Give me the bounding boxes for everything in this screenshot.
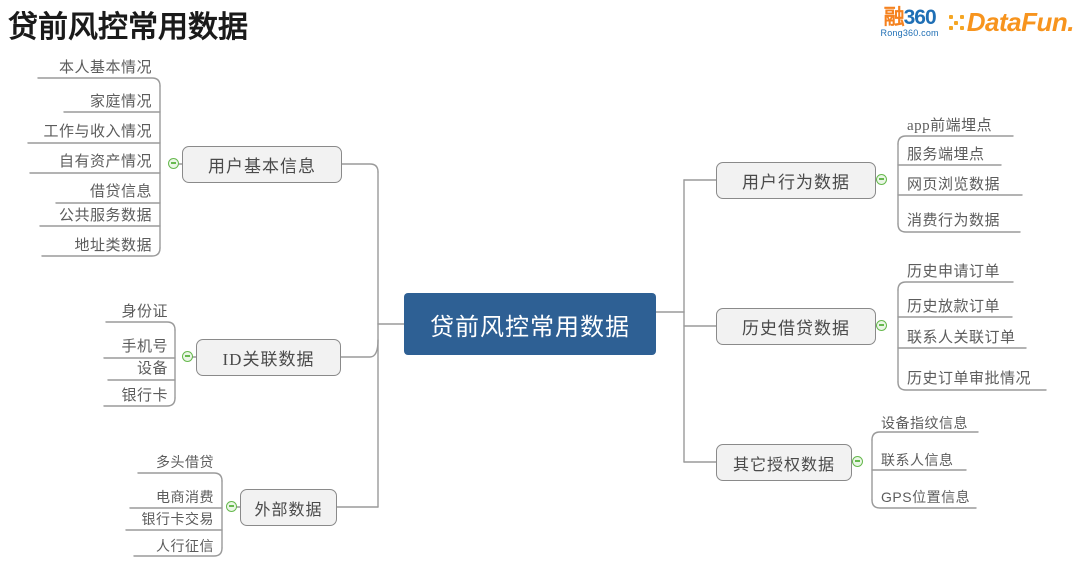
- branch-node-id-related-data[interactable]: ID关联数据: [196, 339, 341, 376]
- page-title: 贷前风控常用数据: [8, 11, 248, 44]
- rong360-mark-cn: 融: [883, 6, 905, 29]
- leaf-user-basic-5[interactable]: 公共服务数据: [58, 208, 152, 224]
- leaf-user-basic-2[interactable]: 工作与收入情况: [43, 124, 152, 140]
- leaf-id-related-3[interactable]: 银行卡: [121, 388, 168, 404]
- leaf-user-behavior-3[interactable]: 消费行为数据: [907, 213, 1001, 229]
- leaf-historical-lending-3[interactable]: 历史订单审批情况: [907, 371, 1032, 387]
- leaf-user-basic-6[interactable]: 地址类数据: [74, 238, 152, 254]
- rong360-mark-num: 360: [903, 6, 937, 29]
- leaf-other-auth-0[interactable]: 设备指纹信息: [881, 415, 968, 431]
- leaf-id-related-1[interactable]: 手机号: [121, 339, 168, 355]
- leaf-other-auth-2[interactable]: GPS位置信息: [881, 489, 971, 505]
- datafun-logo: DataFun.: [948, 7, 1075, 38]
- leaf-user-basic-0[interactable]: 本人基本情况: [58, 60, 152, 76]
- leaf-other-auth-1[interactable]: 联系人信息: [881, 452, 954, 468]
- leaf-user-behavior-0[interactable]: app前端埋点: [907, 118, 993, 134]
- toggle-user-basic-info[interactable]: [168, 158, 179, 169]
- leaf-user-basic-1[interactable]: 家庭情况: [89, 94, 152, 110]
- leaf-external-3[interactable]: 人行征信: [156, 538, 214, 554]
- leaf-user-basic-3[interactable]: 自有资产情况: [58, 154, 152, 170]
- branch-node-user-behavior-data[interactable]: 用户行为数据: [716, 162, 876, 199]
- branch-node-user-basic-info[interactable]: 用户基本信息: [182, 146, 342, 183]
- leaf-id-related-2[interactable]: 设备: [136, 361, 168, 377]
- leaf-user-basic-4[interactable]: 借贷信息: [89, 184, 152, 200]
- leaf-external-0[interactable]: 多头借贷: [156, 454, 214, 470]
- leaf-user-behavior-1[interactable]: 服务端埋点: [907, 147, 985, 163]
- branch-node-external-data[interactable]: 外部数据: [240, 489, 337, 526]
- leaf-external-1[interactable]: 电商消费: [156, 489, 214, 505]
- leaf-historical-lending-2[interactable]: 联系人关联订单: [907, 330, 1016, 346]
- leaf-id-related-0[interactable]: 身份证: [121, 304, 168, 320]
- toggle-historical-lending-data[interactable]: [876, 320, 887, 331]
- leaf-historical-lending-1[interactable]: 历史放款订单: [907, 299, 1001, 315]
- branch-node-historical-lending-data[interactable]: 历史借贷数据: [716, 308, 876, 345]
- datafun-dots-icon: [948, 15, 964, 30]
- leaf-historical-lending-0[interactable]: 历史申请订单: [907, 264, 1001, 280]
- datafun-wordmark: DataFun.: [966, 7, 1075, 37]
- branch-node-other-authorized-data[interactable]: 其它授权数据: [716, 444, 852, 481]
- toggle-user-behavior-data[interactable]: [876, 174, 887, 185]
- toggle-id-related-data[interactable]: [182, 351, 193, 362]
- toggle-external-data[interactable]: [226, 501, 237, 512]
- leaf-user-behavior-2[interactable]: 网页浏览数据: [907, 177, 1001, 193]
- rong360-domain: Rong360.com: [880, 28, 939, 38]
- toggle-other-authorized-data[interactable]: [852, 456, 863, 467]
- leaf-external-2[interactable]: 银行卡交易: [141, 511, 214, 527]
- mindmap-root-node[interactable]: 贷前风控常用数据: [404, 293, 656, 355]
